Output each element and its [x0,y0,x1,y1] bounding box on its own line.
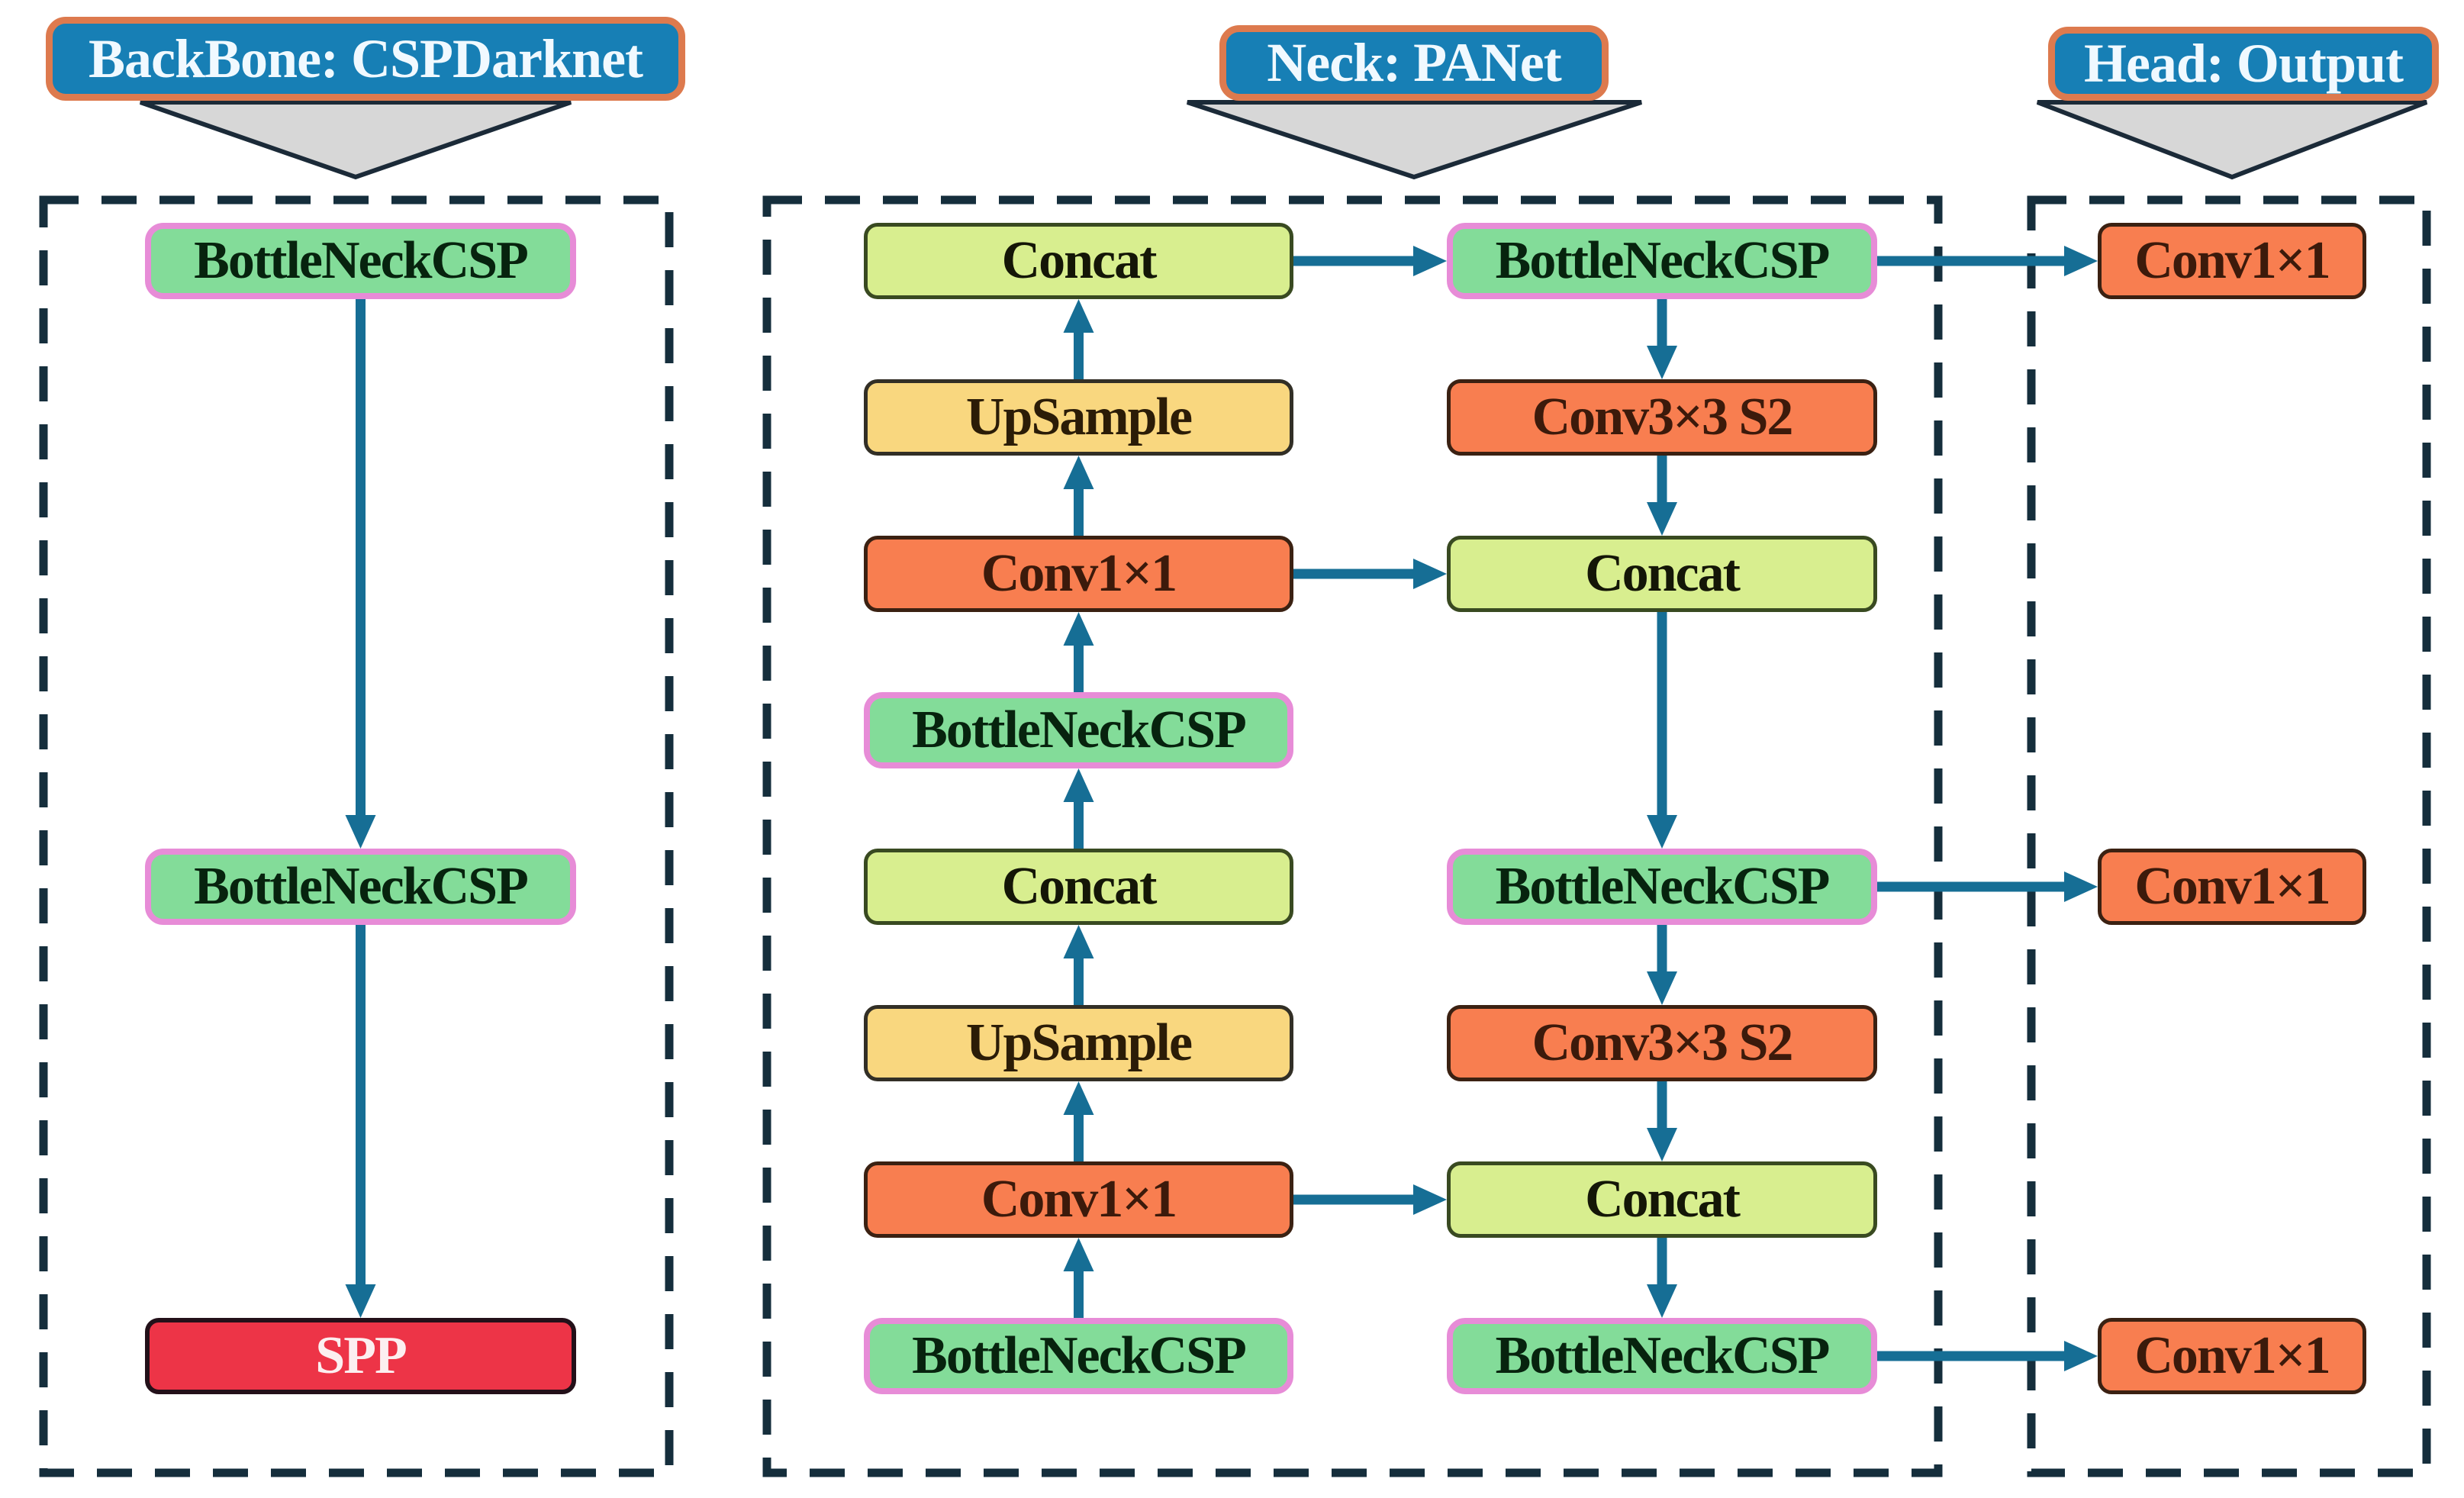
conv-node: Conv3×3 S2 [1447,1005,1877,1081]
head-section-header: Head: Output [2048,27,2439,101]
flow-arrowhead-icon [1063,1081,1094,1115]
neck-section-border [762,195,1943,1477]
concat-node: Concat [864,849,1293,925]
bottleneck-node: BottleNeckCSP [864,1318,1293,1394]
flow-arrowhead-icon [1647,346,1677,379]
flow-arrowhead-icon [2064,1341,2098,1371]
flow-arrows [345,246,2098,1371]
backbone-section-header: BackBone: CSPDarknet [46,17,685,101]
flow-arrowhead-icon [1063,612,1094,646]
upsample-node: UpSample [864,379,1293,456]
flow-arrowhead-icon [1063,1238,1094,1271]
upsample-node: UpSample [864,1005,1293,1081]
neck-section-header: Neck: PANet [1219,25,1609,101]
head-pointer-triangle-icon [2036,100,2428,180]
flow-arrowhead-icon [1647,502,1677,536]
flow-arrowhead-icon [1063,299,1094,333]
bottleneck-node: BottleNeckCSP [864,692,1293,768]
conv-node: Conv1×1 [864,1161,1293,1238]
bottleneck-node: BottleNeckCSP [145,849,576,925]
flow-arrowhead-icon [1413,246,1447,276]
conv-node: Conv1×1 [2098,1318,2366,1394]
bottleneck-node: BottleNeckCSP [145,223,576,299]
backbone-pointer-triangle-icon [140,100,572,180]
conv-node: Conv1×1 [864,536,1293,612]
flow-arrowhead-icon [1413,559,1447,589]
flow-arrowhead-icon [1647,1128,1677,1161]
flow-arrowhead-icon [1063,456,1094,489]
concat-node: Concat [1447,536,1877,612]
flow-arrowhead-icon [1063,768,1094,802]
flow-arrowhead-icon [345,1284,376,1318]
backbone-section-border [39,195,674,1477]
flow-arrowhead-icon [1647,1284,1677,1318]
flow-arrowhead-icon [2064,246,2098,276]
bottleneck-node: BottleNeckCSP [1447,849,1877,925]
conv-node: Conv3×3 S2 [1447,379,1877,456]
flow-arrowhead-icon [2064,871,2098,902]
spp-node: SPP [145,1318,576,1394]
conv-node: Conv1×1 [2098,849,2366,925]
flow-arrowhead-icon [1063,925,1094,958]
flow-arrowhead-icon [1647,971,1677,1005]
bottleneck-node: BottleNeckCSP [1447,223,1877,299]
bottleneck-node: BottleNeckCSP [1447,1318,1877,1394]
conv-node: Conv1×1 [2098,223,2366,299]
concat-node: Concat [1447,1161,1877,1238]
flow-arrowhead-icon [345,815,376,849]
neck-pointer-triangle-icon [1187,100,1642,180]
flow-arrowhead-icon [1647,815,1677,849]
concat-node: Concat [864,223,1293,299]
head-section-border [2027,195,2431,1477]
flow-arrowhead-icon [1413,1184,1447,1215]
